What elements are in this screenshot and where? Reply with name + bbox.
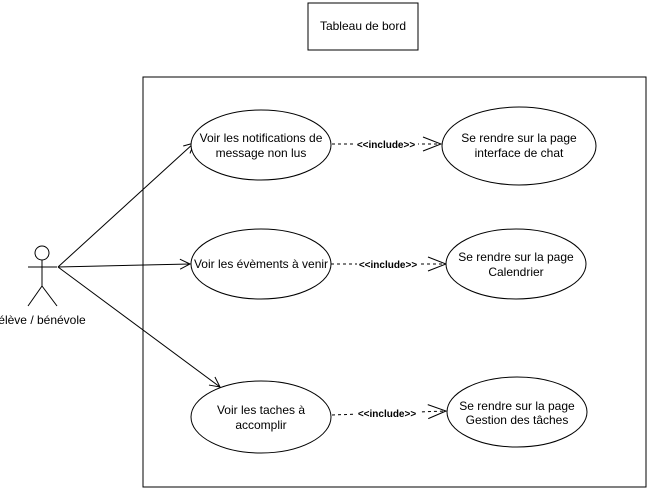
use-case-notifications[interactable]: Voir les notifications de message non lu… bbox=[190, 109, 332, 181]
include-label-bg-calendar bbox=[357, 257, 420, 270]
actor-right-leg bbox=[41, 285, 58, 307]
actor-left-leg bbox=[27, 285, 43, 307]
title-box-label: Tableau de bord bbox=[320, 19, 406, 33]
use-case-tasks[interactable]: Voir les taches à accomplir bbox=[190, 380, 332, 454]
use-case-chat-page-line-2: interface de chat bbox=[475, 146, 564, 160]
association-line-tasks bbox=[57, 266, 220, 387]
actor-label: élève / bénévole bbox=[0, 313, 86, 327]
title-box[interactable]: Tableau de bord bbox=[307, 2, 419, 51]
actor[interactable]: élève / bénévole bbox=[0, 245, 86, 327]
use-case-tasks-line-1: Voir les taches à bbox=[217, 403, 305, 417]
include-line-tasks bbox=[331, 411, 446, 415]
use-case-calendar-page-line-1: Se rendre sur la page bbox=[458, 250, 574, 264]
include-label-bg-tasks bbox=[356, 406, 419, 419]
use-case-notifications-line-1: Voir les notifications de bbox=[200, 131, 323, 145]
use-case-calendar-page[interactable]: Se rendre sur la page Calendrier bbox=[445, 228, 587, 300]
include-label-tasks: <<include>> bbox=[358, 409, 417, 420]
use-case-chat-page-line-1: Se rendre sur la page bbox=[461, 131, 577, 145]
include-relations: <<include>> <<include>> <<include>> bbox=[331, 137, 446, 420]
use-case-tasks-page[interactable]: Se rendre sur la page Gestion des tâches bbox=[446, 376, 588, 448]
use-case-calendar-page-line-2: Calendrier bbox=[488, 265, 543, 279]
use-case-tasks-line-2: accomplir bbox=[235, 418, 286, 432]
actor-head bbox=[34, 245, 50, 261]
use-case-events-line-1: Voir les évèments à venir bbox=[194, 257, 328, 271]
include-label-bg-chat bbox=[355, 137, 418, 150]
association-line-events bbox=[57, 264, 190, 267]
use-case-chat-page[interactable]: Se rendre sur la page interface de chat bbox=[441, 106, 597, 186]
include-label-chat: <<include>> bbox=[357, 140, 416, 151]
use-case-tasks-page-line-1: Se rendre sur la page bbox=[459, 399, 575, 413]
use-case-tasks-page-line-2: Gestion des tâches bbox=[466, 413, 569, 427]
use-case-events[interactable]: Voir les évèments à venir bbox=[190, 228, 332, 300]
include-label-calendar: <<include>> bbox=[359, 260, 418, 271]
association-line-notifications bbox=[57, 143, 194, 268]
use-case-notifications-line-2: message non lus bbox=[216, 146, 307, 160]
associations bbox=[57, 143, 220, 387]
